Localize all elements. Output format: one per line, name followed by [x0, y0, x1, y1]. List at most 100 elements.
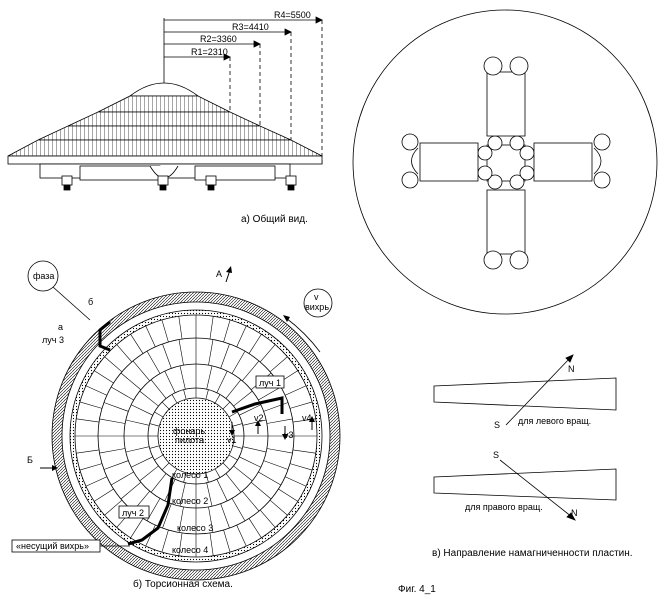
- wheel-segment-line: [103, 460, 129, 470]
- wheel-segment-line: [208, 506, 214, 533]
- wheel-segment-line: [178, 316, 183, 340]
- dim-r2: R2=3360: [200, 34, 237, 44]
- wheel-segment-line: [146, 350, 161, 374]
- wheel-segment-line: [232, 423, 243, 427]
- figure-number: Фиг. 4_1: [398, 584, 436, 595]
- v2-label: v2: [254, 413, 264, 423]
- wheel-segment-line: [220, 503, 230, 529]
- wheel-segment-line: [130, 334, 144, 354]
- right-rotation-label: для правого вращ.: [465, 502, 543, 512]
- wheel-segment-line: [239, 404, 261, 416]
- wheel-segment-line: [232, 445, 243, 449]
- wheel-segment-line: [216, 371, 228, 393]
- wheel-segment-line: [149, 423, 160, 427]
- wheel-segment-line: [223, 529, 231, 553]
- wheel-segment-line: [94, 488, 114, 502]
- wheel-segment-line: [259, 509, 276, 528]
- dim-r4: R4=5500: [274, 10, 311, 20]
- v4-label: v4: [302, 413, 312, 423]
- wheel-segment-line: [145, 525, 156, 547]
- wheel-segment-line: [239, 456, 261, 468]
- wheel-segment-line: [278, 488, 298, 502]
- wheel-segment-line: [242, 419, 267, 426]
- lantern-label-2: пилота: [175, 435, 204, 445]
- wheel-segment-line: [179, 482, 186, 507]
- wheel-segment-line: [150, 379, 167, 399]
- wheel-segment-line: [171, 394, 178, 404]
- general-view: [7, 16, 323, 191]
- wheel-segment-line: [231, 350, 246, 374]
- wheel-segment-line: [205, 472, 209, 483]
- wheel-segment-line: [263, 402, 289, 412]
- wheel-segment-line: [94, 370, 114, 384]
- wheel-segment-line: [225, 473, 242, 493]
- wheel-segment-line: [139, 465, 159, 482]
- n-label-top: N: [568, 364, 575, 374]
- wheel-segment-line: [139, 390, 159, 407]
- wheel-segment-line: [130, 518, 144, 538]
- wheel3-label: колесо 3: [177, 523, 213, 533]
- wheel2-label: колесо 2: [172, 496, 208, 506]
- wheel-segment-line: [214, 468, 221, 478]
- wheel-segment-line: [120, 372, 142, 390]
- wheel-segment-line: [183, 472, 187, 483]
- wheel-segment-line: [131, 404, 153, 416]
- lantern-label-1: фонарь: [173, 426, 205, 436]
- wheel-segment-line: [220, 343, 230, 369]
- wheel-segment-line: [269, 499, 288, 516]
- wheel-segment-line: [228, 411, 238, 418]
- n-label-bottom: N: [571, 508, 578, 518]
- caption-a: а) Общий вид.: [241, 213, 308, 225]
- wheel-segment-line: [209, 316, 214, 340]
- wheel-segment-line: [258, 386, 282, 401]
- wheel-segment-line: [171, 468, 178, 478]
- wheel-segment-line: [104, 356, 123, 373]
- wheel-segment-line: [99, 448, 126, 454]
- wheel-segment-line: [233, 465, 253, 482]
- wheel-segment-line: [216, 479, 228, 501]
- wheel-segment-line: [85, 385, 107, 396]
- wheel-segment-line: [161, 401, 170, 410]
- wheel-segment-line: [242, 360, 260, 382]
- wheel-segment-line: [150, 473, 167, 493]
- wheel-segment-line: [183, 389, 187, 400]
- beam1-label: луч 1: [259, 378, 281, 388]
- wheel-segment-line: [103, 402, 129, 412]
- a-letter: а: [58, 322, 63, 332]
- v1-label: v1: [227, 435, 237, 445]
- wheel-segment-line: [145, 325, 156, 347]
- wheel-segment-line: [161, 529, 169, 553]
- wheel-segment-line: [131, 456, 153, 468]
- wheel-segment-line: [162, 503, 172, 529]
- wheel-segment-line: [209, 532, 214, 556]
- wheel-segment-line: [242, 490, 260, 512]
- wheel-segment-line: [161, 462, 170, 471]
- b-letter: б: [88, 297, 93, 307]
- wheel-segment-line: [214, 394, 221, 404]
- dim-r1: R1=2310: [191, 47, 228, 57]
- vortex-label: вихрь: [305, 302, 329, 312]
- wheel-segment-line: [76, 449, 100, 454]
- s-label-top: S: [494, 420, 500, 430]
- wheel1-label: колесо 1: [172, 470, 208, 480]
- wheel-segment-line: [285, 476, 307, 487]
- wheel-segment-line: [223, 319, 231, 343]
- wheel-segment-line: [110, 471, 134, 486]
- wheel-segment-line: [236, 325, 247, 347]
- wheel-segment-line: [231, 498, 246, 522]
- wheel-segment-line: [205, 389, 209, 400]
- wheel-segment-line: [116, 344, 133, 363]
- wheel-segment-line: [233, 390, 253, 407]
- wheel-segment-line: [178, 506, 184, 533]
- wheel-segment-line: [225, 379, 242, 399]
- wheel-segment-line: [164, 371, 176, 393]
- wheel-segment-line: [79, 463, 103, 471]
- wheel-segment-line: [178, 532, 183, 556]
- wheel-segment-line: [250, 482, 272, 500]
- caption-c: в) Направление намагниченности пластин.: [432, 548, 633, 559]
- wheel-segment-line: [222, 462, 231, 471]
- wheel-segment-line: [161, 319, 169, 343]
- torsion-scheme: [11, 260, 341, 581]
- wheel-segment-line: [154, 454, 164, 461]
- wheel-segment-line: [162, 343, 172, 369]
